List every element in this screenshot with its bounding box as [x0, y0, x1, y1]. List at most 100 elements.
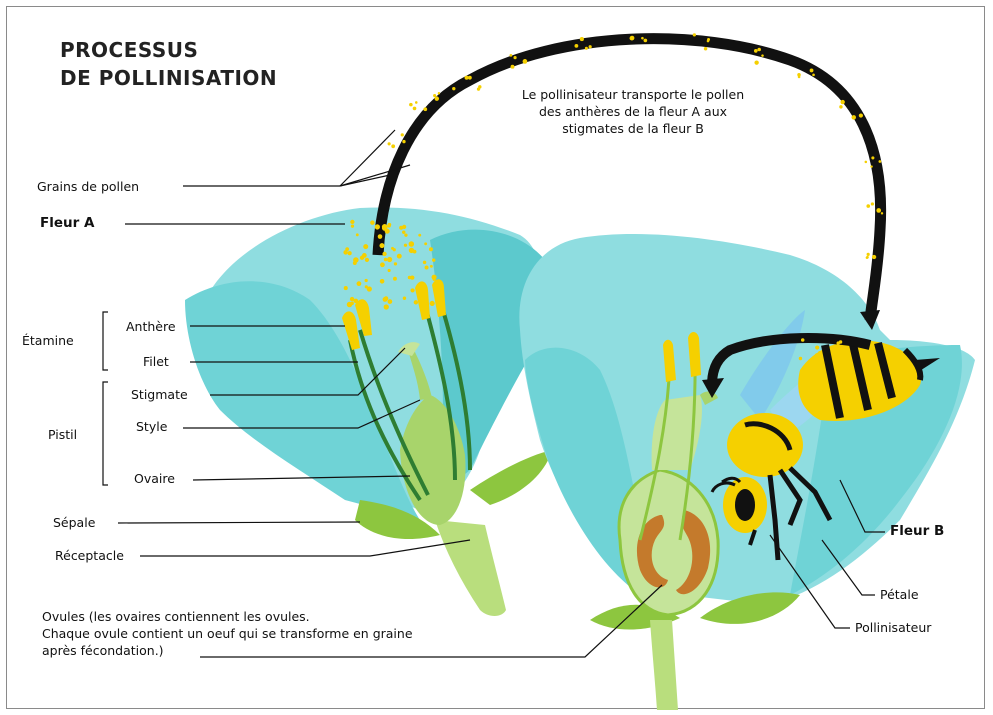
pollen-speck — [424, 242, 427, 245]
pollen-speck — [478, 85, 481, 88]
pollen-speck — [402, 231, 405, 234]
pollen-speck — [384, 258, 388, 262]
pollen-speck — [418, 294, 421, 297]
pollen-speck — [832, 349, 836, 353]
caption-line-1: Le pollinisateur transporte le pollen — [488, 86, 778, 103]
pollen-speck — [391, 247, 394, 250]
pollen-speck — [837, 348, 840, 351]
pollen-speck — [433, 278, 436, 281]
pollen-speck — [430, 301, 435, 306]
pollen-speck — [704, 47, 707, 50]
pollen-speck — [382, 252, 386, 256]
pollen-speck — [815, 365, 818, 368]
pollen-speck — [403, 297, 406, 300]
pollen-speck — [353, 261, 357, 265]
label-filet: Filet — [143, 354, 169, 369]
label-fleur-b: Fleur B — [890, 524, 944, 539]
pollen-speck — [348, 251, 352, 255]
pollen-speck — [383, 297, 388, 302]
pollen-speck — [810, 69, 814, 73]
pollen-speck — [523, 59, 528, 64]
pollen-speck — [397, 254, 402, 259]
pollen-speck — [580, 37, 584, 41]
pollen-speck — [356, 233, 359, 236]
pollen-speck — [630, 36, 635, 41]
pollen-speck — [409, 248, 414, 253]
pollen-speck — [423, 261, 426, 264]
flower-a-sepal-right — [470, 450, 552, 505]
label-pollinisateur: Pollinisateur — [855, 620, 931, 635]
pollen-speck — [409, 241, 414, 246]
pollen-speck — [452, 87, 455, 90]
pollen-speck — [388, 142, 391, 145]
pollen-speck — [350, 302, 353, 305]
pollen-speck — [343, 250, 347, 254]
caption-line-2: des anthères de la fleur A aux — [488, 103, 778, 120]
pollen-speck — [841, 359, 844, 362]
pollen-speck — [812, 74, 815, 77]
pollen-speck — [410, 288, 414, 292]
label-etamine: Étamine — [22, 333, 74, 348]
pollen-speck — [388, 299, 393, 304]
pollen-speck — [365, 258, 369, 262]
ovules-line-2: Chaque ovule contient un oeuf qui se tra… — [42, 625, 413, 642]
pollinator-caption: Le pollinisateur transporte le pollen de… — [488, 86, 778, 137]
pollen-speck — [852, 115, 856, 119]
pollen-speck — [378, 234, 383, 239]
pollen-speck — [399, 226, 403, 230]
pollen-speck — [644, 39, 648, 43]
pollen-speck — [870, 165, 872, 167]
pollen-speck — [370, 220, 374, 224]
pollen-speck — [404, 233, 407, 236]
pollen-speck — [513, 56, 516, 59]
pollen-speck — [881, 212, 883, 214]
pollen-speck — [433, 94, 436, 97]
pollen-speck — [413, 107, 417, 111]
pollen-speck — [876, 208, 881, 213]
pollen-speck — [418, 234, 421, 237]
pollen-speck — [402, 140, 405, 143]
pollen-speck — [438, 92, 440, 94]
pollen-speck — [353, 299, 358, 304]
pollen-speck — [344, 286, 348, 290]
label-grains-de-pollen: Grains de pollen — [37, 179, 139, 194]
label-sepale: Sépale — [53, 515, 95, 530]
pollen-speck — [754, 49, 758, 53]
pollen-speck — [754, 60, 758, 64]
pollen-speck — [798, 76, 801, 79]
pollen-speck — [511, 65, 515, 69]
pollen-speck — [641, 37, 644, 40]
pollen-speck — [380, 262, 385, 267]
pollen-speck — [382, 224, 388, 230]
pollen-speck — [357, 281, 362, 286]
pollen-speck — [387, 257, 392, 262]
title-line-1: PROCESSUS — [60, 36, 277, 64]
label-receptacle: Réceptacle — [55, 548, 124, 563]
ovules-line-3: après fécondation.) — [42, 642, 413, 659]
label-style: Style — [136, 419, 167, 434]
pollen-speck — [384, 304, 389, 309]
diagram-title: PROCESSUS DE POLLINISATION — [60, 36, 277, 92]
pollen-speck — [391, 144, 395, 148]
pollen-speck — [365, 279, 368, 282]
pollen-speck — [385, 229, 390, 234]
pollen-speck — [401, 133, 404, 136]
pollen-speck — [761, 54, 764, 57]
pollen-speck — [866, 256, 869, 259]
pollen-speck — [375, 224, 380, 229]
pollen-speck — [707, 38, 710, 41]
pollen-speck — [393, 277, 397, 281]
pollen-speck — [585, 47, 588, 50]
pollen-speck — [409, 103, 413, 107]
pollen-speck — [430, 265, 433, 268]
caption-line-3: stigmates de la fleur B — [488, 120, 778, 137]
flower-a-stem — [435, 520, 506, 616]
pollen-speck — [859, 113, 863, 117]
pollen-speck — [367, 286, 372, 291]
pollen-speck — [363, 244, 368, 249]
pollen-speck — [362, 253, 367, 258]
pollen-speck — [839, 105, 842, 108]
pollen-speck — [408, 276, 412, 280]
pollen-speck — [510, 54, 513, 57]
pollen-speck — [429, 247, 433, 251]
